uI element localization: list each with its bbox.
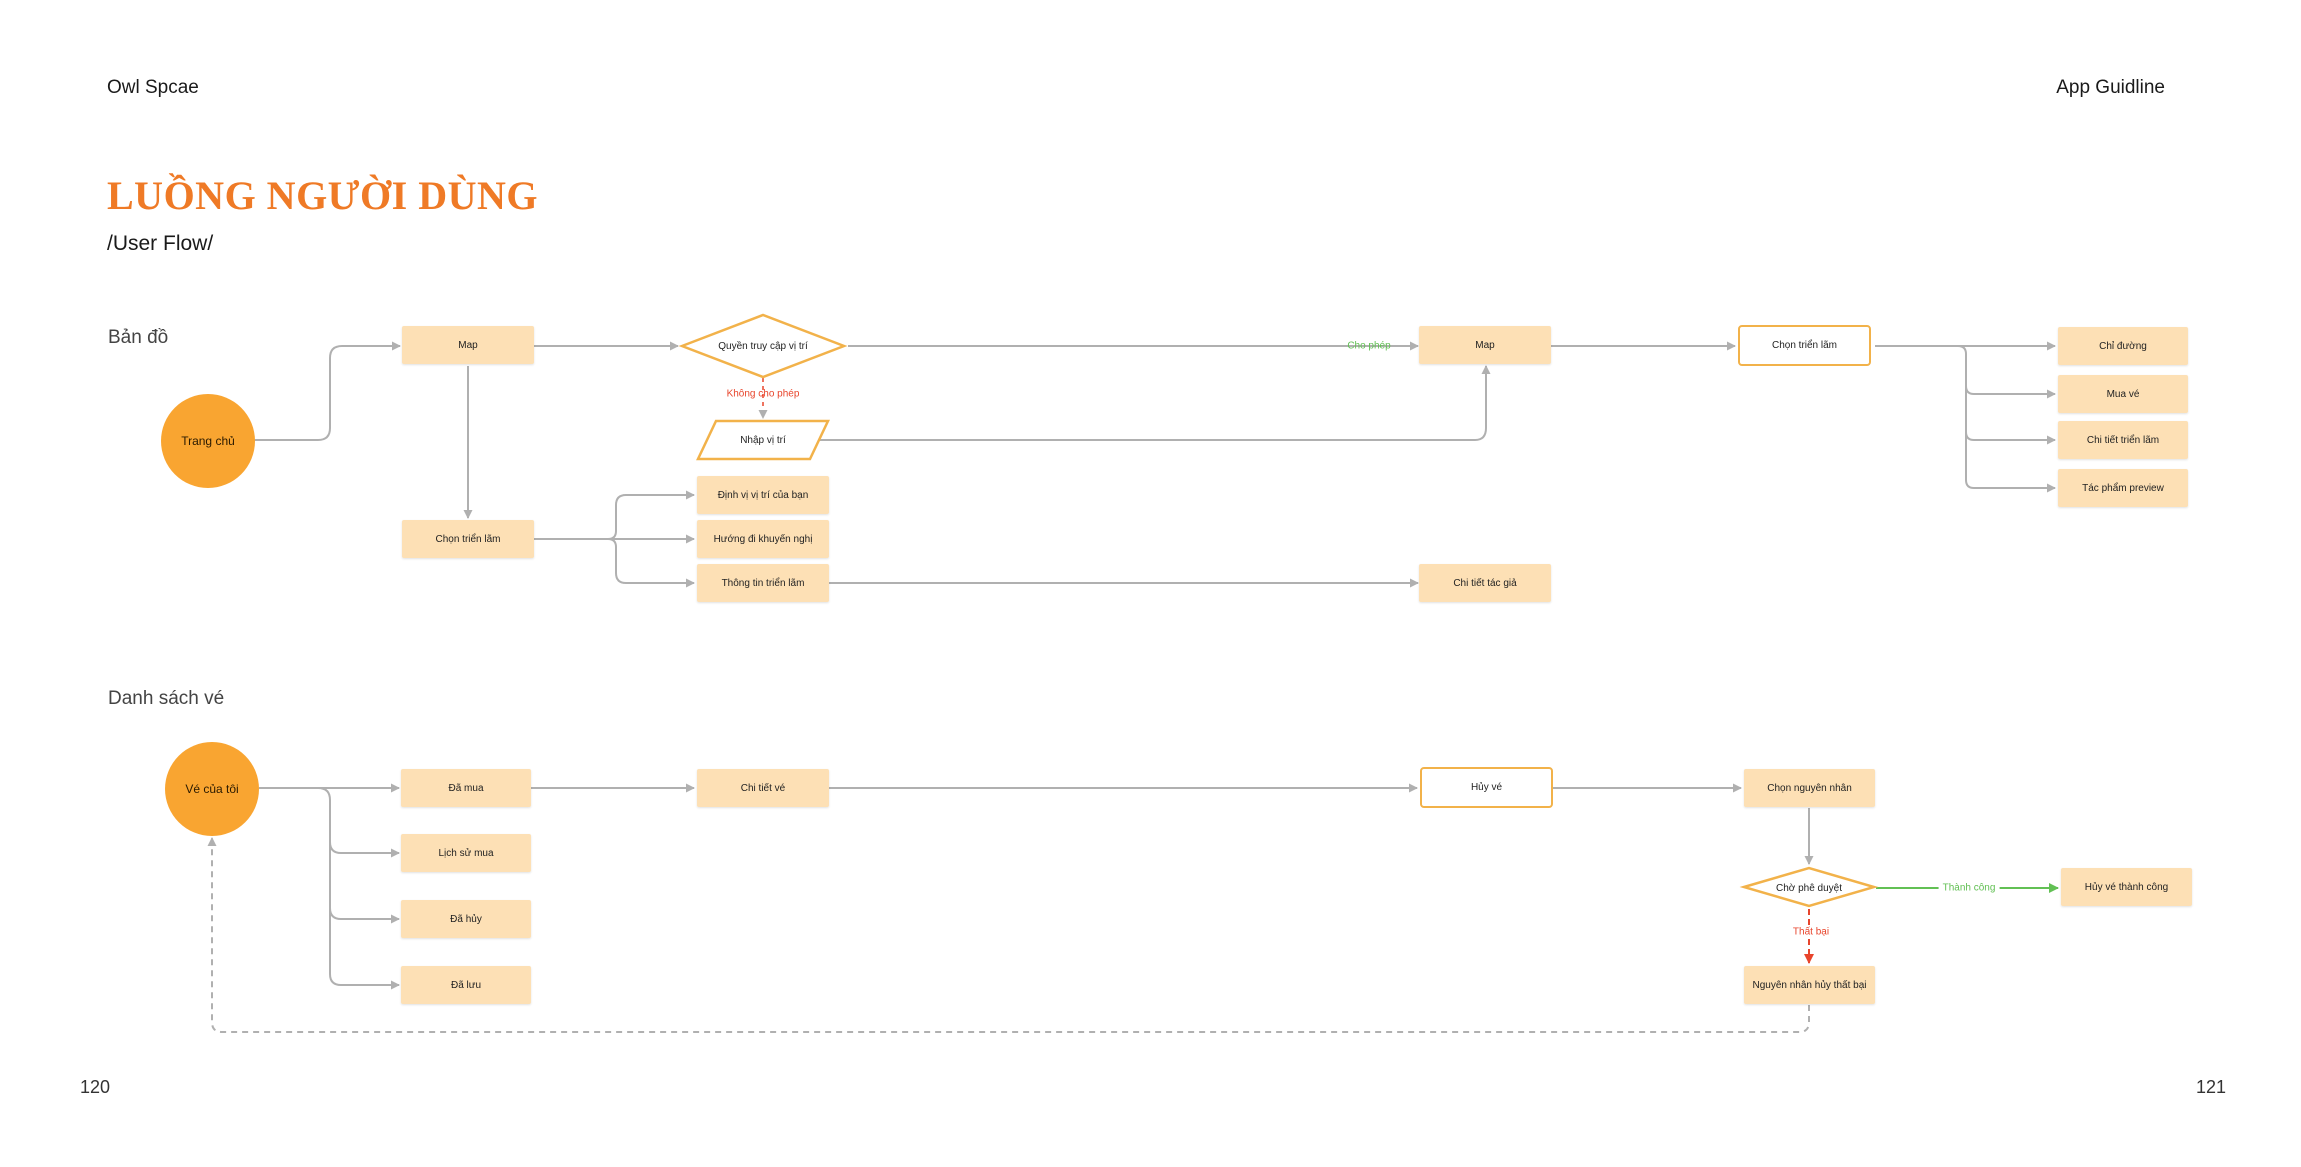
node-choose-exhibition-outline: Chọn triển lãm <box>1738 325 1871 366</box>
node-artwork-preview: Tác phẩm preview <box>2058 469 2188 507</box>
edge-label-failure: Thất bại <box>1789 926 1833 938</box>
node-exhibition-detail: Chi tiết triển lãm <box>2058 421 2188 459</box>
node-cancelled: Đã hủy <box>401 900 531 938</box>
node-cancel-failed-reason: Nguyên nhân hủy thất bại <box>1744 966 1875 1004</box>
node-exhibition-info: Thông tin triển lãm <box>697 564 829 602</box>
document-name: App Guidline <box>2056 77 2165 98</box>
node-enter-location: Nhập vị trí <box>740 434 786 446</box>
node-map: Map <box>402 326 534 364</box>
node-choose-reason: Chọn nguyên nhân <box>1744 769 1875 807</box>
enter-location-parallelogram-shape <box>696 419 830 461</box>
permission-diamond-shape <box>678 313 848 379</box>
node-ticket-detail: Chi tiết vé <box>697 769 829 807</box>
edge-label-deny: Không cho phép <box>726 388 800 400</box>
node-directions: Chỉ đường <box>2058 327 2188 365</box>
node-locate-position: Định vị vị trí của bạn <box>697 476 829 514</box>
node-location-permission: Quyền truy cập vị trí <box>718 340 808 352</box>
section-title-map: Bản đồ <box>108 327 169 348</box>
node-suggested-direction: Hướng đi khuyến nghị <box>697 520 829 558</box>
node-choose-exhibition: Chọn triển lãm <box>402 520 534 558</box>
node-cancel-success: Hủy vé thành công <box>2061 868 2192 906</box>
node-map-2: Map <box>1419 326 1551 364</box>
node-author-detail: Chi tiết tác giả <box>1419 564 1551 602</box>
node-buy-ticket: Mua vé <box>2058 375 2188 413</box>
page-subtitle: /User Flow/ <box>107 232 214 255</box>
brand-name: Owl Spcae <box>107 77 199 98</box>
node-awaiting-approval: Chờ phê duyệt <box>1775 882 1843 894</box>
start-node-home: Trang chủ <box>161 394 255 488</box>
node-saved: Đã lưu <box>401 966 531 1004</box>
node-purchased: Đã mua <box>401 769 531 807</box>
edge-label-allow: Cho phép <box>1347 340 1391 352</box>
page-number-right: 121 <box>2195 1077 2226 1097</box>
approval-diamond-shape <box>1739 866 1879 908</box>
page-number-left: 120 <box>80 1077 111 1097</box>
node-purchase-history: Lịch sử mua <box>401 834 531 872</box>
node-cancel-ticket: Hủy vé <box>1420 767 1553 808</box>
start-node-my-tickets: Vé của tôi <box>165 742 259 836</box>
section-title-tickets: Danh sách vé <box>108 688 225 709</box>
edge-label-success: Thành công <box>1938 882 2000 894</box>
page-title: LUỒNG NGƯỜI DÙNG <box>107 173 538 218</box>
